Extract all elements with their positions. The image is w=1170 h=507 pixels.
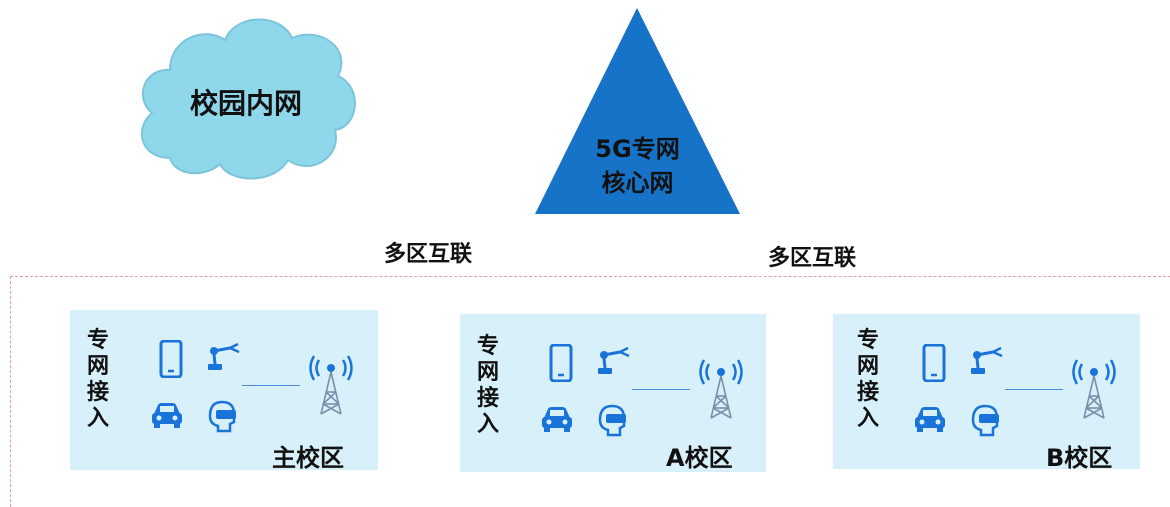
cloud-shape	[140, 18, 356, 180]
connection-line	[632, 389, 690, 390]
car-icon	[542, 407, 572, 432]
core-network-label: 5G专网 核心网	[535, 132, 740, 200]
smartphone-icon	[922, 344, 946, 382]
cell-tower-icon	[1072, 359, 1116, 419]
car-icon	[915, 407, 945, 432]
car-icon	[152, 403, 182, 428]
core-label-line2: 核心网	[601, 169, 674, 197]
vr-headset-icon	[971, 404, 999, 437]
interconnect-label-left: 多区互联	[384, 242, 473, 267]
core-network-triangle	[535, 8, 740, 214]
campus-name-main: 主校区	[272, 444, 344, 472]
robot-arm-icon	[971, 346, 1003, 374]
robot-arm-icon	[598, 346, 630, 374]
access-label-a: 专 网 接 入	[476, 334, 499, 437]
cell-tower-icon	[309, 355, 353, 415]
campus-region-boundary	[10, 276, 1170, 507]
core-label-line1: 5G专网	[595, 135, 680, 163]
campus-name-a: A校区	[666, 444, 733, 472]
vr-headset-icon	[598, 404, 626, 437]
smartphone-icon	[159, 340, 183, 378]
robot-arm-icon	[208, 342, 240, 370]
cell-tower-icon	[699, 359, 743, 419]
interconnect-label-right: 多区互联	[768, 246, 857, 271]
connection-line	[1005, 389, 1063, 390]
campus-panel-a	[460, 314, 766, 472]
access-label-b: 专 网 接 入	[856, 328, 879, 431]
smartphone-icon	[549, 344, 573, 382]
vr-headset-icon	[208, 400, 236, 433]
cloud-label: 校园内网	[189, 87, 302, 120]
access-label-main: 专 网 接 入	[86, 328, 109, 431]
campus-panel-b	[833, 314, 1140, 469]
campus-name-b: B校区	[1046, 444, 1113, 472]
connection-line	[242, 385, 300, 386]
